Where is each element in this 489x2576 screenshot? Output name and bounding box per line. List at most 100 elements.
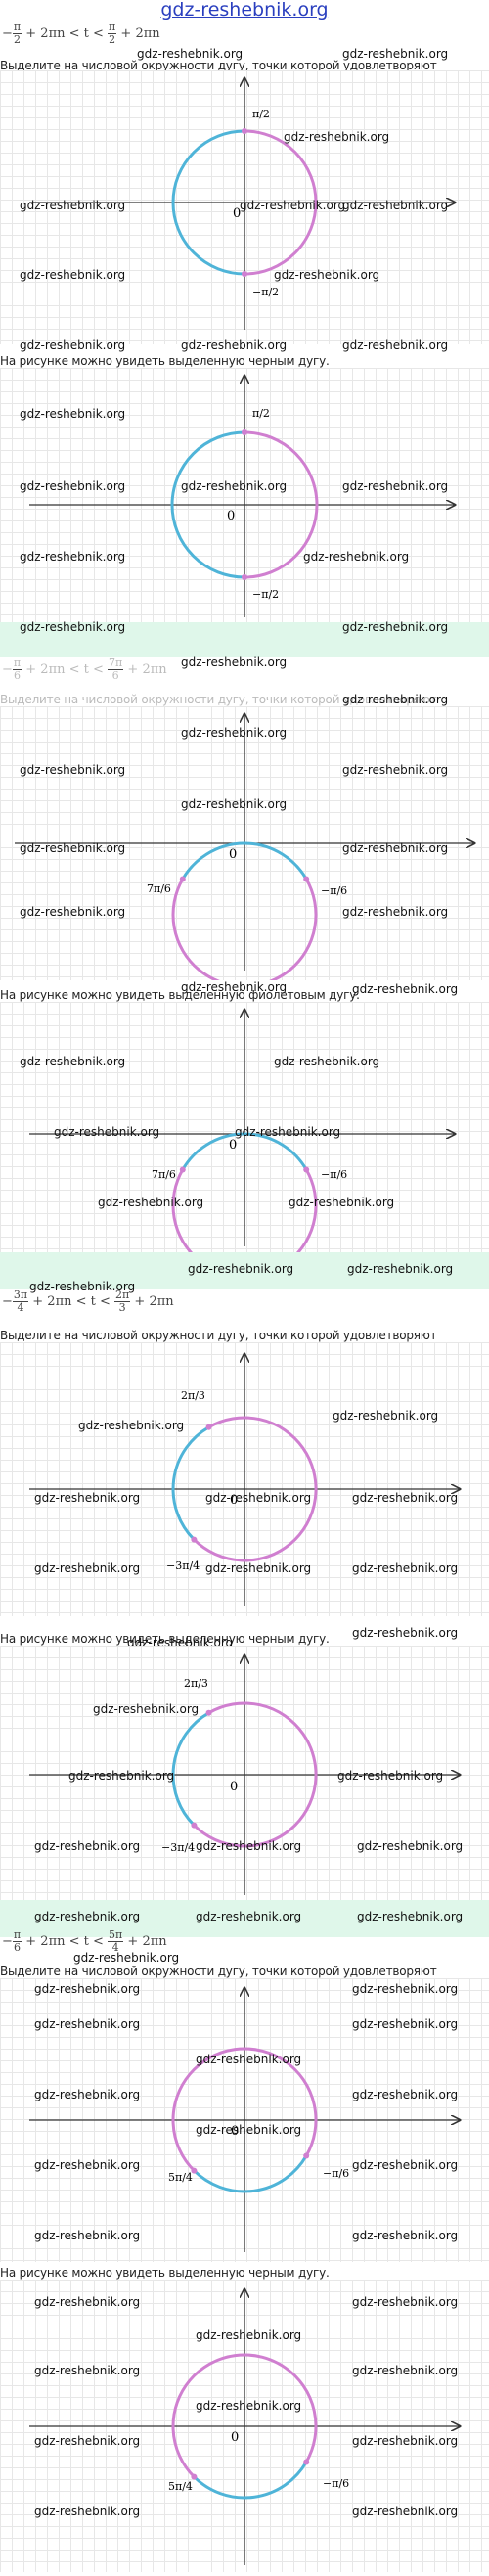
rest-arc bbox=[171, 129, 245, 276]
watermark: gdz-reshebnik.org bbox=[34, 2158, 141, 2172]
watermark: gdz-reshebnik.org bbox=[303, 550, 410, 564]
watermark: gdz-reshebnik.org bbox=[337, 1769, 444, 1783]
watermark: gdz-reshebnik.org bbox=[20, 1055, 126, 1068]
watermark: gdz-reshebnik.org bbox=[20, 268, 126, 282]
svg-text:−π/2: −π/2 bbox=[252, 588, 279, 601]
task2-answer: На рисунке можно увидеть выделенную фиол… bbox=[0, 988, 360, 1002]
origin-label: 0 bbox=[233, 206, 241, 221]
watermark: gdz-reshebnik.org bbox=[235, 1125, 341, 1139]
watermark: gdz-reshebnik.org bbox=[342, 620, 449, 634]
watermark: gdz-reshebnik.org bbox=[181, 339, 288, 352]
svg-text:−π/6: −π/6 bbox=[321, 884, 347, 897]
watermark: gdz-reshebnik.org bbox=[181, 479, 288, 493]
watermark: gdz-reshebnik.org bbox=[352, 2158, 459, 2172]
watermark: gdz-reshebnik.org bbox=[34, 2505, 141, 2518]
svg-text:0: 0 bbox=[227, 509, 235, 523]
watermark: gdz-reshebnik.org bbox=[181, 655, 288, 669]
watermark: gdz-reshebnik.org bbox=[196, 1910, 302, 1923]
task4-instruction: Выделите на числовой окружности дугу, то… bbox=[0, 1965, 437, 1978]
task4-answer: На рисунке можно увидеть выделенную черн… bbox=[0, 2266, 330, 2280]
watermark: gdz-reshebnik.org bbox=[73, 1951, 180, 1965]
task3-circle-plot: 0 2π/3 −3π/4 bbox=[29, 1342, 489, 1606]
svg-text:−π/6: −π/6 bbox=[321, 1168, 347, 1181]
watermark: gdz-reshebnik.org bbox=[352, 2017, 459, 2031]
task4-answer-diagram: 0 5π/4 −π/6 bbox=[0, 2280, 489, 2572]
svg-text:5π/4: 5π/4 bbox=[168, 2171, 193, 2184]
watermark: gdz-reshebnik.org bbox=[68, 1769, 175, 1783]
task3-answer: На рисунке можно увидеть выделенную черн… bbox=[0, 1632, 330, 1646]
watermark: gdz-reshebnik.org bbox=[274, 1055, 380, 1068]
watermark: gdz-reshebnik.org bbox=[357, 1839, 464, 1853]
watermark: gdz-reshebnik.org bbox=[34, 2295, 141, 2309]
watermark: gdz-reshebnik.org bbox=[196, 2053, 302, 2066]
task3-instruction: Выделите на числовой окружности дугу, то… bbox=[0, 1329, 437, 1342]
watermark: gdz-reshebnik.org bbox=[34, 2017, 141, 2031]
watermark: gdz-reshebnik.org bbox=[196, 2123, 302, 2137]
watermark: gdz-reshebnik.org bbox=[20, 905, 126, 919]
watermark: gdz-reshebnik.org bbox=[347, 1262, 454, 1276]
svg-text:7π/6: 7π/6 bbox=[152, 1168, 176, 1181]
watermark: gdz-reshebnik.org bbox=[181, 797, 288, 811]
watermark: gdz-reshebnik.org bbox=[54, 1125, 160, 1139]
site-link[interactable]: gdz-reshebnik.org bbox=[160, 0, 329, 21]
task1-instruction: Выделите на числовой окружности дугу, то… bbox=[0, 59, 437, 72]
watermark: gdz-reshebnik.org bbox=[357, 1910, 464, 1923]
svg-text:0: 0 bbox=[230, 1493, 238, 1508]
watermark: gdz-reshebnik.org bbox=[289, 1196, 395, 1209]
watermark: gdz-reshebnik.org bbox=[196, 1839, 302, 1853]
watermark: gdz-reshebnik.org bbox=[34, 2229, 141, 2242]
watermark: gdz-reshebnik.org bbox=[352, 1982, 459, 1996]
watermark: gdz-reshebnik.org bbox=[352, 1491, 459, 1505]
watermark: gdz-reshebnik.org bbox=[352, 2434, 459, 2448]
task4-circle-plot: 0 5π/4 −π/6 bbox=[29, 1978, 489, 2252]
watermark: gdz-reshebnik.org bbox=[29, 1280, 136, 1293]
watermark: gdz-reshebnik.org bbox=[98, 1196, 204, 1209]
watermark: gdz-reshebnik.org bbox=[20, 339, 126, 352]
watermark: gdz-reshebnik.org bbox=[196, 2328, 302, 2342]
watermark: gdz-reshebnik.org bbox=[34, 1982, 141, 1996]
watermark: gdz-reshebnik.org bbox=[78, 1419, 185, 1432]
svg-text:π/2: π/2 bbox=[252, 407, 270, 420]
task3-diagram: 0 2π/3 −3π/4 bbox=[0, 1342, 489, 1616]
task1-answer: На рисунке можно увидеть выделенную черн… bbox=[0, 354, 330, 368]
svg-text:−π/6: −π/6 bbox=[323, 2167, 349, 2180]
watermark: gdz-reshebnik.org bbox=[352, 1561, 459, 1575]
svg-text:−3π/4: −3π/4 bbox=[166, 1559, 200, 1572]
watermark: gdz-reshebnik.org bbox=[34, 1491, 141, 1505]
watermark: gdz-reshebnik.org bbox=[274, 268, 380, 282]
watermark: gdz-reshebnik.org bbox=[284, 130, 390, 144]
watermark: gdz-reshebnik.org bbox=[352, 2088, 459, 2101]
watermark: gdz-reshebnik.org bbox=[20, 479, 126, 493]
svg-text:2π/3: 2π/3 bbox=[184, 1677, 208, 1690]
watermark: gdz-reshebnik.org bbox=[342, 47, 449, 61]
task1-diagram: 0 π/2 −π/2 bbox=[0, 70, 489, 344]
label-bottom: −π/2 bbox=[252, 286, 279, 298]
svg-text:0: 0 bbox=[229, 1138, 237, 1152]
separator-band bbox=[0, 1900, 489, 1937]
watermark: gdz-reshebnik.org bbox=[333, 1409, 439, 1423]
watermark: gdz-reshebnik.org bbox=[342, 199, 449, 212]
watermark: gdz-reshebnik.org bbox=[181, 980, 288, 994]
watermark: gdz-reshebnik.org bbox=[188, 1262, 294, 1276]
watermark: gdz-reshebnik.org bbox=[137, 47, 244, 61]
svg-text:0: 0 bbox=[231, 2430, 239, 2445]
task1-answer-diagram: 0 π/2 −π/2 bbox=[0, 368, 489, 622]
watermark: gdz-reshebnik.org bbox=[240, 199, 346, 212]
watermark: gdz-reshebnik.org bbox=[93, 1702, 200, 1716]
task1-circle-plot: 0 π/2 −π/2 bbox=[29, 70, 489, 330]
task2-answer-diagram: 0 7π/6 −π/6 bbox=[0, 1002, 489, 1279]
watermark: gdz-reshebnik.org bbox=[34, 2364, 141, 2377]
task2-diagram: 0 7π/6 −π/6 bbox=[0, 706, 489, 988]
watermark: gdz-reshebnik.org bbox=[352, 2229, 459, 2242]
separator-band bbox=[0, 1252, 489, 1289]
task2-instruction: Выделите на числовой окружности дугу, то… bbox=[0, 693, 437, 706]
svg-text:0: 0 bbox=[231, 2124, 239, 2139]
watermark: gdz-reshebnik.org bbox=[352, 982, 459, 996]
svg-text:0: 0 bbox=[230, 1780, 238, 1794]
watermark: gdz-reshebnik.org bbox=[181, 726, 288, 740]
label-top: π/2 bbox=[252, 108, 270, 120]
watermark: gdz-reshebnik.org bbox=[352, 2364, 459, 2377]
